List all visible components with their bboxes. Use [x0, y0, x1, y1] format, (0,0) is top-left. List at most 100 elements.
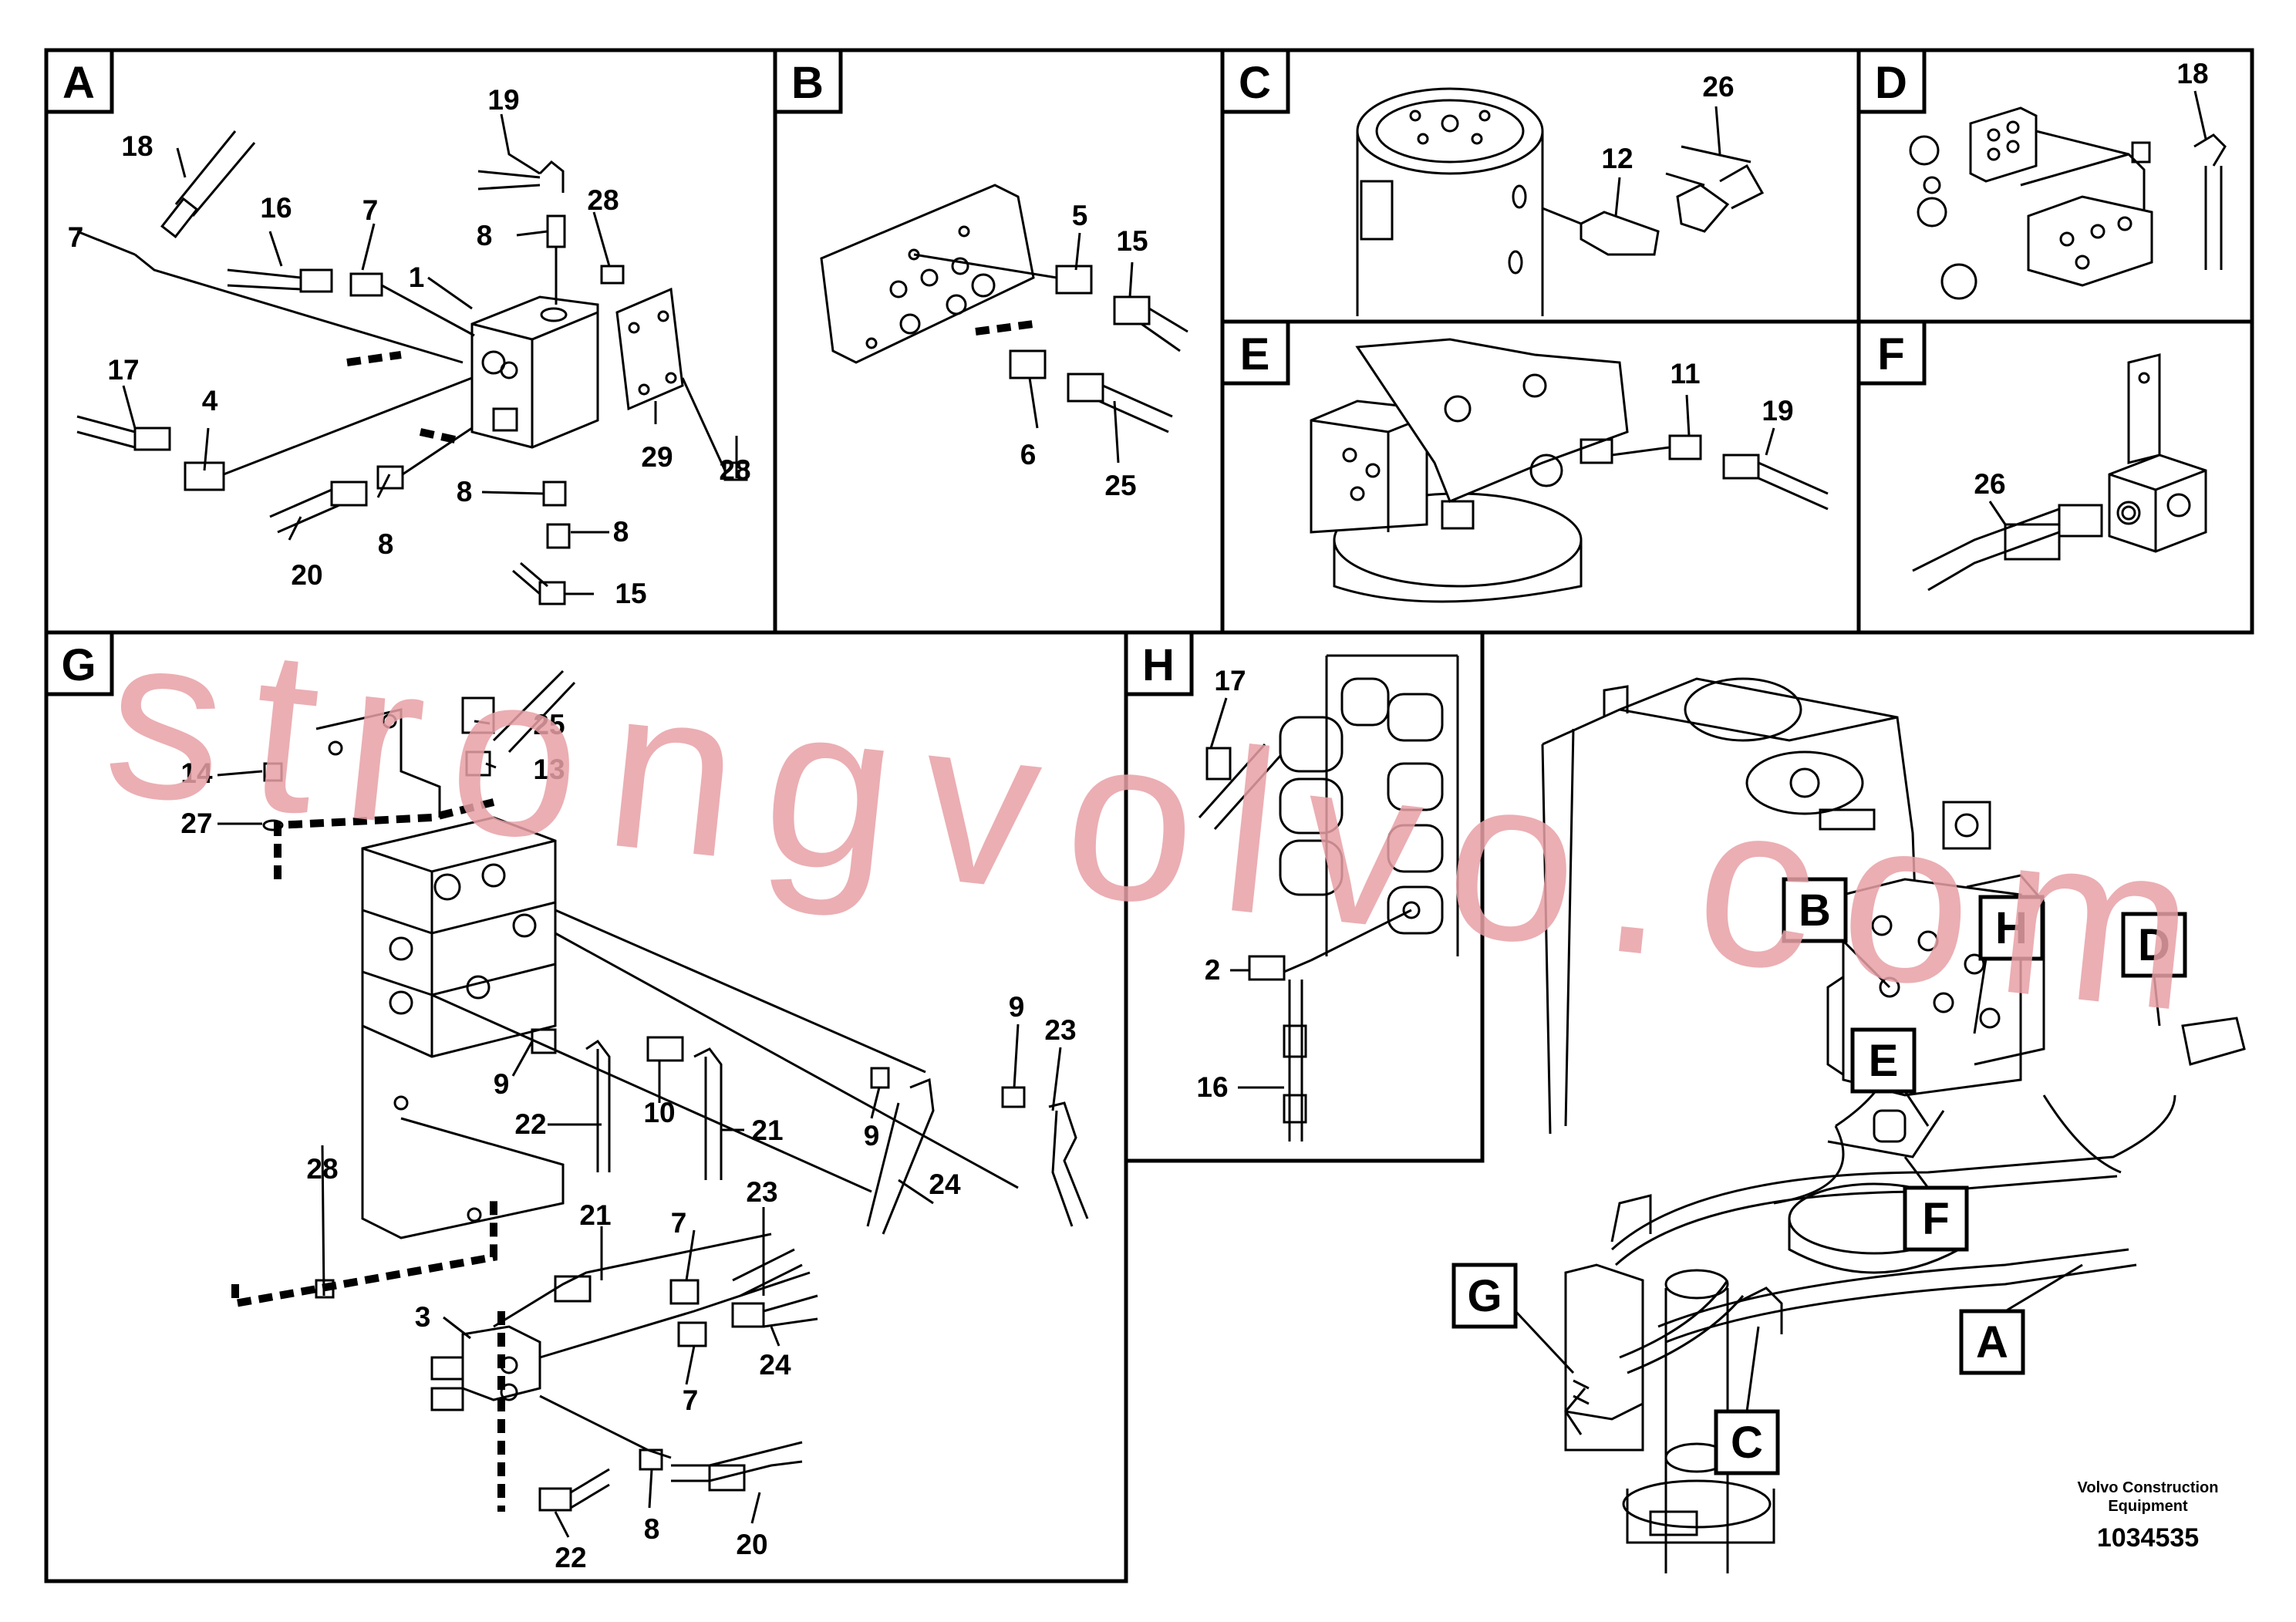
panel-g-letter: G: [61, 640, 96, 690]
part-label: 9: [494, 1068, 510, 1100]
panel-b-letter-box: B: [773, 48, 843, 114]
part-label: 3: [415, 1301, 431, 1333]
panel-b-letter: B: [791, 58, 824, 108]
panel-g-drawing: [231, 669, 1089, 1512]
panel-f-letter: F: [1877, 329, 1904, 379]
part-label: 7: [683, 1384, 699, 1416]
callout-f-letter: F: [1922, 1194, 1949, 1244]
panel-e-drawing: [1310, 338, 1829, 603]
part-label: 2: [1205, 954, 1221, 986]
part-label: 19: [487, 84, 519, 116]
callout-b-letter: B: [1799, 885, 1831, 936]
part-label: 9: [1009, 991, 1025, 1023]
callout-d-letter: D: [2138, 920, 2170, 970]
panel-g-letter-box: G: [44, 630, 114, 696]
callout-h-letter: H: [1995, 903, 2028, 953]
part-label: 26: [1974, 468, 2005, 500]
part-label: 23: [1044, 1014, 1076, 1046]
part-label: 8: [378, 528, 394, 560]
part-label: 5: [1072, 200, 1088, 231]
part-label: 9: [864, 1120, 880, 1152]
part-label: 25: [533, 709, 565, 740]
part-label: 25: [1104, 470, 1136, 501]
part-label: 20: [291, 559, 322, 591]
panel-b-drawing: [820, 184, 1188, 433]
part-label: 8: [477, 220, 493, 251]
callout-g: G: [1451, 1263, 1575, 1374]
part-label: 7: [362, 194, 379, 226]
callout-e-letter: E: [1869, 1036, 1899, 1086]
panel-c-letter: C: [1239, 58, 1271, 108]
part-labels: 19 18 16 7 7 28 8 1 17 4 29 28 8 8 20 8 …: [68, 58, 2209, 1573]
panel-c-drawing: [1356, 87, 1765, 316]
part-label: 21: [579, 1199, 611, 1231]
part-label: 12: [1601, 143, 1633, 174]
part-label: 16: [1196, 1071, 1228, 1103]
panel-a-letter: A: [62, 58, 95, 108]
callout-d: D: [2121, 912, 2187, 1027]
part-label: 18: [121, 130, 153, 162]
part-label: 28: [306, 1153, 338, 1185]
panel-h-frame: [1124, 630, 1485, 1163]
part-label: 28: [587, 184, 619, 216]
part-label: 10: [643, 1097, 675, 1128]
panel-h-letter-box: H: [1124, 630, 1194, 696]
callout-f: F: [1903, 1156, 1969, 1252]
panel-d-drawing: [1909, 106, 2227, 300]
part-label: 8: [613, 516, 629, 548]
callout-a: A: [1959, 1263, 2083, 1375]
panel-d-letter: D: [1875, 58, 1907, 108]
callout-h: H: [1973, 895, 2045, 1034]
part-label: 15: [615, 578, 646, 609]
part-label: 6: [1020, 439, 1037, 470]
part-label: 16: [260, 192, 292, 224]
panel-h-letter: H: [1142, 640, 1175, 690]
part-label: 13: [533, 754, 565, 785]
panel-c-letter-box: C: [1220, 48, 1290, 114]
company-name-line2: Equipment: [2108, 1498, 2188, 1515]
part-label: 1: [409, 261, 425, 293]
part-label: 29: [641, 441, 673, 473]
overview-callouts: B H D E F G A: [1451, 877, 2187, 1475]
part-label: 8: [644, 1513, 660, 1545]
part-label: 20: [736, 1529, 767, 1560]
leader-lines: [76, 90, 2207, 1538]
callout-b: B: [1782, 877, 1891, 989]
part-label: 17: [107, 354, 139, 386]
panel-a-letter-box: A: [44, 48, 114, 114]
company-name-line1: Volvo Construction: [2078, 1479, 2219, 1496]
part-label: 14: [180, 757, 213, 789]
callout-c: C: [1714, 1326, 1780, 1475]
panel-e-letter: E: [1240, 329, 1270, 379]
part-label: 17: [1214, 665, 1246, 696]
panel-a-drawing: [76, 130, 748, 605]
panel-f-frame: [1856, 319, 2254, 635]
part-label: 18: [2176, 58, 2208, 89]
part-label: 28: [719, 454, 750, 486]
panel-letter-boxes: A B C D E F G H: [44, 48, 1927, 696]
panel-d-letter-box: D: [1856, 48, 1927, 114]
panel-f-drawing: [1912, 353, 2207, 592]
panel-frames: [44, 48, 2254, 1583]
part-label: 15: [1116, 225, 1148, 257]
part-label: 7: [68, 221, 84, 253]
part-label: 4: [202, 385, 218, 416]
panel-c-frame: [1220, 48, 1861, 324]
callout-g-letter: G: [1467, 1271, 1502, 1321]
part-label: 7: [671, 1207, 687, 1239]
part-label: 27: [180, 808, 212, 839]
part-label: 8: [457, 476, 473, 508]
part-label: 22: [555, 1542, 586, 1573]
callout-a-letter: A: [1976, 1317, 2008, 1367]
panel-e-letter-box: E: [1220, 319, 1290, 386]
callout-e: E: [1850, 1027, 1930, 1127]
part-label: 23: [746, 1176, 777, 1208]
part-label: 24: [929, 1168, 961, 1200]
part-label: 22: [514, 1108, 546, 1140]
panel-h-drawing: [1198, 654, 1459, 1141]
part-label: 11: [1670, 358, 1700, 389]
part-label: 19: [1762, 395, 1793, 427]
panel-f-letter-box: F: [1856, 319, 1927, 386]
drawing-number: 1034535: [2097, 1523, 2199, 1553]
